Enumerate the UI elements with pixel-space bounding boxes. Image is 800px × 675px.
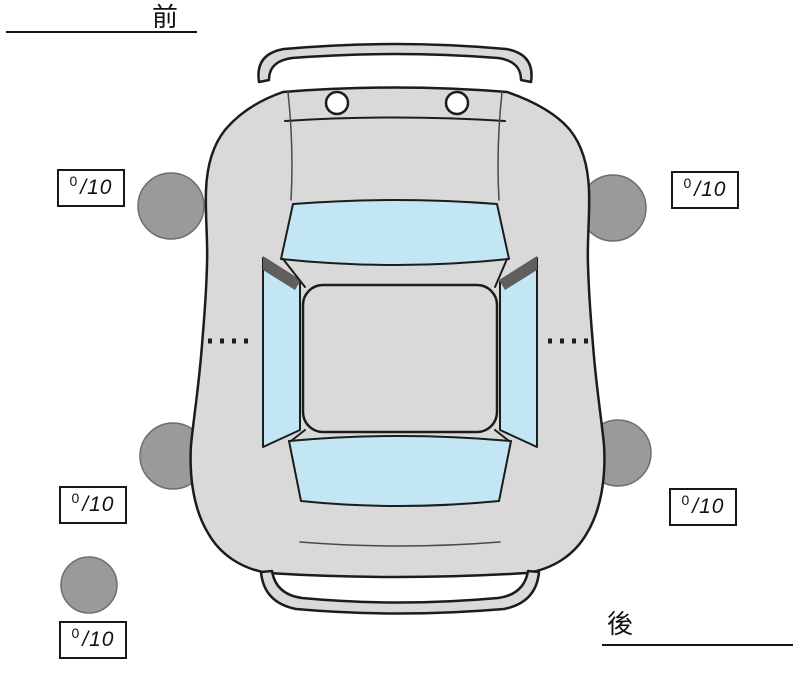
tread-score-denominator: /10 [82,628,115,651]
tread-score-denominator: /10 [694,178,727,201]
front-bumper [257,42,533,84]
a-pillar-left [282,258,306,288]
right-mirror-pillar [499,256,537,290]
windshield-glass [280,199,510,266]
rear-bumper [259,569,541,615]
tread-score-value: 0 [71,625,80,641]
hood-seam-line [284,116,506,122]
tread-score-value: 0 [71,490,80,506]
rear-direction-line [602,644,793,646]
rear-direction-label: 後 [607,609,634,639]
tread-score-spare: 0 /10 [59,621,127,659]
tread-score-rear-left: 0 /10 [59,486,127,524]
tread-score-denominator: /10 [692,495,725,518]
tread-score-front-left: 0 /10 [57,169,125,207]
trunk-seam-line [299,541,501,547]
c-pillar-left [290,429,306,442]
tread-score-rear-right: 0 /10 [669,488,737,526]
spare-tire [60,556,118,614]
hood-side-line-right [497,91,503,201]
tire-front-left [137,172,205,240]
tread-score-front-right: 0 /10 [671,171,739,209]
tread-score-value: 0 [683,175,692,191]
hood-side-line-left [287,91,293,201]
headlight-washer-right [444,90,470,116]
left-mirror-pillar [263,256,301,290]
tread-score-value: 0 [69,173,78,189]
a-pillar-right [494,258,508,288]
rear-window-glass [288,435,512,507]
tread-score-denominator: /10 [80,176,113,199]
tread-score-value: 0 [681,492,690,508]
tread-score-denominator: /10 [82,493,115,516]
front-direction-line [6,31,197,33]
headlight-washer-left [324,90,350,116]
roof-panel [301,283,499,434]
front-direction-label: 前 [152,2,179,32]
c-pillar-right [494,429,510,442]
